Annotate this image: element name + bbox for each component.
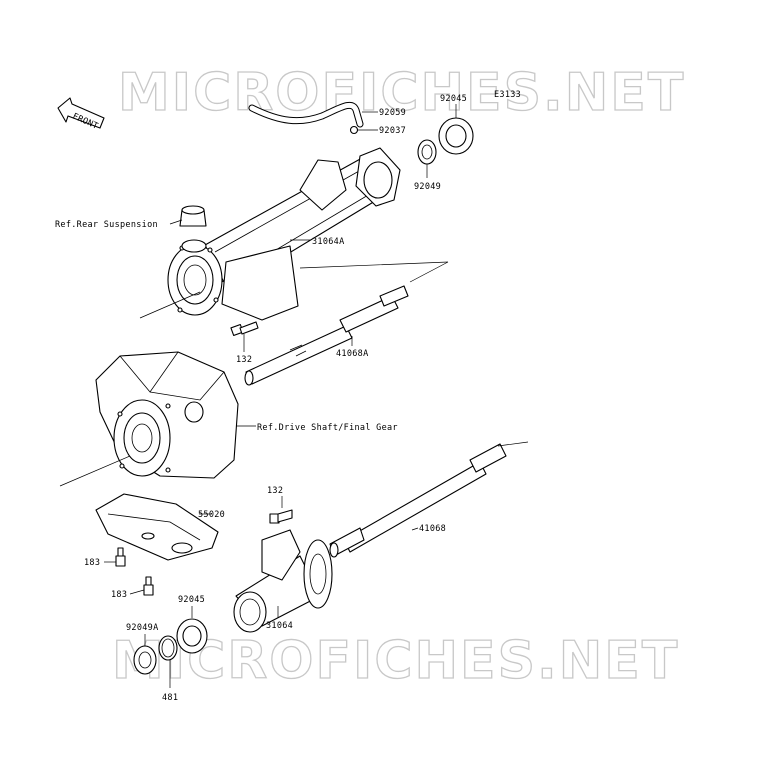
label-92045-bottom: 92045 bbox=[178, 595, 205, 605]
breather-hose-92059[interactable] bbox=[248, 101, 364, 128]
oil-seal-92049[interactable] bbox=[417, 139, 437, 165]
label-55020: 55020 bbox=[198, 510, 225, 520]
bolt-183-b[interactable] bbox=[143, 576, 154, 596]
label-92049A: 92049A bbox=[126, 623, 159, 633]
label-132-bottom: 132 bbox=[267, 486, 283, 496]
oil-seal-92049A[interactable] bbox=[133, 645, 157, 675]
label-92045-top: 92045 bbox=[440, 94, 467, 104]
diagram-code: E3133 bbox=[494, 90, 521, 100]
skid-plate-55020[interactable] bbox=[95, 493, 219, 561]
label-183-b: 183 bbox=[111, 590, 127, 600]
label-92059: 92059 bbox=[379, 108, 406, 118]
final-gear-case bbox=[95, 351, 239, 479]
label-ref-drive-shaft: Ref.Drive Shaft/Final Gear bbox=[257, 423, 398, 433]
label-31064A: 31064A bbox=[312, 237, 345, 247]
bearing-92045-bottom[interactable] bbox=[176, 618, 208, 654]
axle-housing-31064[interactable] bbox=[233, 529, 333, 633]
shaft-41068[interactable] bbox=[329, 443, 507, 558]
circlip-481[interactable] bbox=[158, 635, 178, 661]
label-92037: 92037 bbox=[379, 126, 406, 136]
front-arrow-icon: FRONT bbox=[57, 97, 105, 132]
label-132-top: 132 bbox=[236, 355, 252, 365]
axle-housing-31064A[interactable] bbox=[167, 147, 401, 321]
label-41068A: 41068A bbox=[336, 349, 369, 359]
label-92049: 92049 bbox=[414, 182, 441, 192]
label-41068: 41068 bbox=[419, 524, 446, 534]
rubber-stop bbox=[179, 205, 207, 253]
label-31064: 31064 bbox=[266, 621, 293, 631]
bolt-132-top[interactable] bbox=[230, 321, 259, 337]
bearing-92045-top[interactable] bbox=[438, 117, 474, 155]
label-481: 481 bbox=[162, 693, 178, 703]
shaft-41068A[interactable] bbox=[244, 285, 409, 386]
label-183-a: 183 bbox=[84, 558, 100, 568]
clip-92037[interactable] bbox=[349, 125, 359, 135]
label-ref-rear-suspension: Ref.Rear Suspension bbox=[55, 220, 158, 230]
bolt-183-a[interactable] bbox=[115, 547, 126, 567]
watermark-top: MICROFICHES.NET bbox=[118, 63, 685, 123]
bolt-132-bottom[interactable] bbox=[269, 509, 293, 524]
